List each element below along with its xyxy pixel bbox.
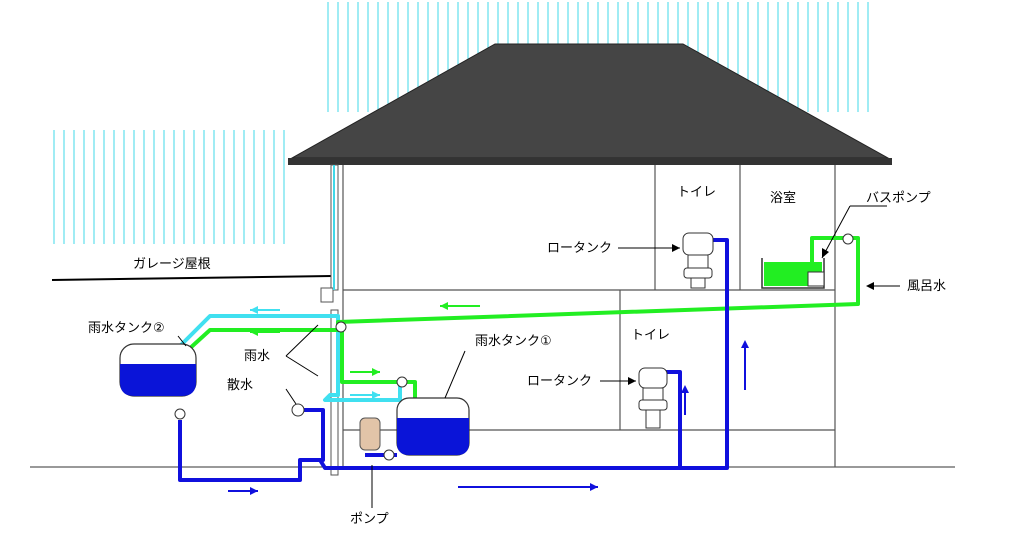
bath-water-label: 風呂水 (907, 279, 946, 294)
house-roof (290, 43, 890, 159)
sprinkle-label: 散水 (227, 378, 253, 393)
flow-arrows (228, 302, 749, 495)
bathtub (761, 258, 825, 289)
toilet-lower (638, 367, 668, 429)
rain-tank-1 (396, 397, 470, 456)
toilet-upper (682, 232, 714, 289)
low-tank-upper-label: ロータンク (547, 241, 612, 256)
rain-streaks-garage (53, 130, 285, 244)
garage-roof-label: ガレージ屋根 (133, 257, 211, 272)
roof-eave (288, 158, 892, 165)
leader-lines (177, 205, 900, 508)
toilet-upper-label: トイレ (677, 185, 716, 200)
rainwater-label: 雨水 (244, 349, 270, 364)
pump (359, 417, 381, 451)
pump-label: ポンプ (350, 512, 389, 527)
rain-tank-1-label: 雨水タンク① (475, 334, 552, 349)
rainwater-pipes (178, 314, 402, 402)
leader-arrowheads (628, 244, 874, 385)
downspout (320, 164, 339, 476)
bath-pump-label: バスポンプ (866, 191, 931, 206)
toilet-lower-label: トイレ (631, 328, 670, 343)
low-tank-lower-label: ロータンク (527, 374, 592, 389)
rain-tank-2 (119, 343, 197, 397)
rain-tank-2-label: 雨水タンク② (88, 321, 165, 336)
bathroom-label: 浴室 (770, 190, 796, 206)
valves (174, 233, 854, 461)
garage-roof-line (51, 275, 333, 281)
